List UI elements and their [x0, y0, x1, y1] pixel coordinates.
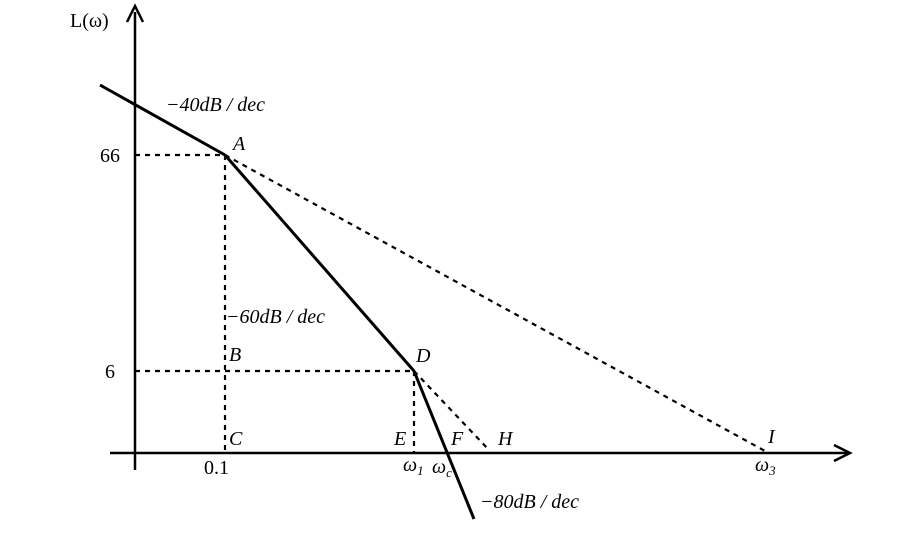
- dash-D-H: [413, 370, 489, 450]
- point-A-label: A: [231, 133, 246, 155]
- slope-minus80-label: −80dB / dec: [480, 491, 579, 513]
- point-E-label: E: [393, 428, 406, 450]
- point-I-label: I: [767, 426, 776, 448]
- segment-minus40: [99, 83, 226, 157]
- dash-A-I: [224, 154, 766, 452]
- slope-minus40-label: −40dB / dec: [166, 94, 265, 116]
- x-axis-arrow: [833, 443, 853, 463]
- point-F-label: F: [450, 428, 464, 450]
- point-B-label: B: [229, 344, 241, 366]
- omega3-label: ω3: [755, 454, 776, 478]
- segment-minus60: [223, 154, 416, 372]
- y-axis-label: L(ω): [70, 10, 109, 32]
- slope-minus60-label: −60dB / dec: [226, 306, 325, 328]
- point-D-label: D: [415, 345, 431, 367]
- y-tick-6: 6: [105, 361, 115, 383]
- omegac-label: ωc: [432, 456, 452, 480]
- x-tick-0.1: 0.1: [204, 457, 229, 479]
- omega1-label: ω1: [403, 454, 424, 478]
- y-axis-arrow: [125, 3, 145, 23]
- y-tick-66: 66: [100, 145, 120, 167]
- point-C-label: C: [229, 428, 243, 450]
- point-H-label: H: [497, 428, 514, 450]
- segment-minus80: [412, 370, 476, 520]
